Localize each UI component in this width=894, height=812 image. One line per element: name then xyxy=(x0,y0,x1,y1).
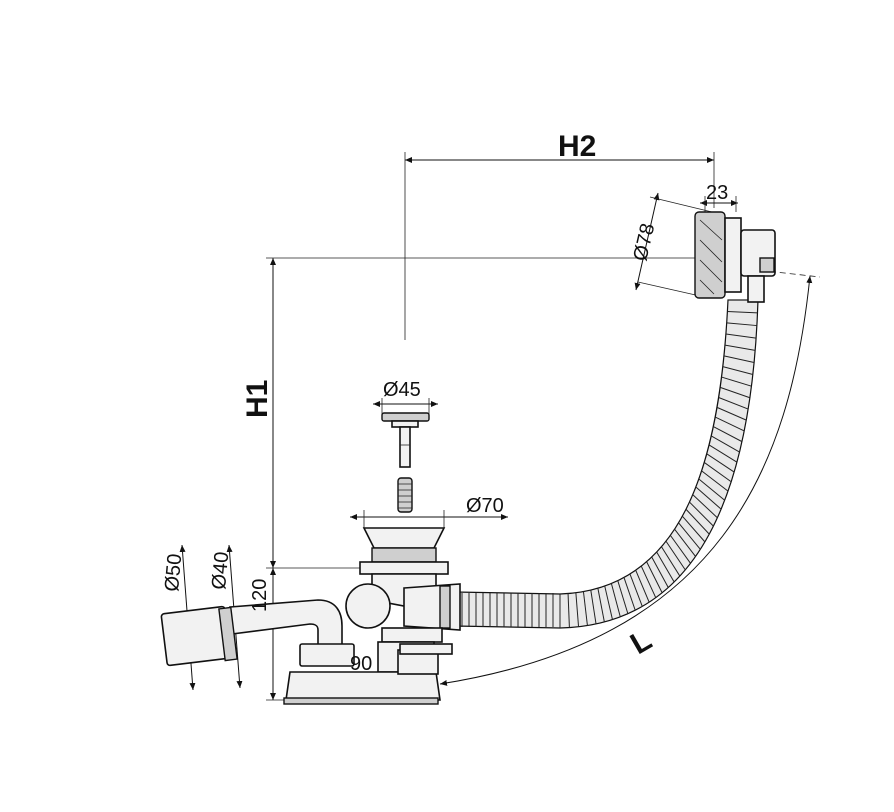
hose-rib xyxy=(692,494,718,519)
hose-rib xyxy=(651,556,669,588)
hose-rib xyxy=(635,570,650,603)
hose-connector-nut xyxy=(439,585,451,629)
hose-rib xyxy=(715,416,745,432)
overflow-nut xyxy=(759,257,775,273)
drain-gasket xyxy=(371,547,437,563)
hose-rib xyxy=(678,522,701,550)
hose-rib xyxy=(725,333,757,339)
trap-base-plate xyxy=(283,697,439,705)
hose-rib xyxy=(646,561,663,593)
label-d120: 120 xyxy=(249,579,271,612)
label-l: L xyxy=(625,623,657,661)
hose-rib xyxy=(695,486,722,510)
hose-body xyxy=(454,299,759,629)
hose-rib xyxy=(597,588,605,623)
hose-rib xyxy=(706,453,735,473)
hose-rib xyxy=(623,577,636,611)
hose-rib xyxy=(590,590,597,625)
hose-rib xyxy=(713,426,743,443)
hose-rib xyxy=(610,583,621,617)
hose-rib xyxy=(604,585,613,620)
d78-dimension-line xyxy=(634,192,660,291)
hose-rib xyxy=(656,551,675,583)
hose-rib xyxy=(617,580,629,614)
drain-flange xyxy=(362,527,446,549)
plug-seal xyxy=(391,420,419,428)
label-d78: Ø78 xyxy=(629,221,659,263)
d78-extension-bottom xyxy=(637,281,701,297)
hose-ribs xyxy=(461,299,758,628)
label-d70: Ø70 xyxy=(466,495,504,517)
hose-rib xyxy=(629,573,643,607)
hose-rib xyxy=(689,501,714,527)
hose-rib xyxy=(582,591,588,626)
plug-spring-coils xyxy=(398,483,412,509)
plug-stem xyxy=(399,426,411,468)
hose-rib xyxy=(703,462,732,483)
outlet-elbow xyxy=(229,599,343,651)
hose-rib xyxy=(575,592,580,627)
hose-rib xyxy=(722,366,753,375)
plug-spring xyxy=(397,477,413,513)
hose-rib xyxy=(674,528,696,557)
trap-nut-ring xyxy=(399,643,453,655)
hose-rib xyxy=(698,478,725,501)
trap-outlet xyxy=(160,599,453,705)
overflow-head xyxy=(694,211,776,303)
pop-up-plug xyxy=(381,412,430,513)
hose-rib xyxy=(716,406,747,421)
waste-drain xyxy=(345,527,461,673)
label-h1: H1 xyxy=(241,380,274,418)
outlet-nut xyxy=(218,606,238,662)
plug-cap xyxy=(381,412,430,422)
overflow-cover-ribs xyxy=(699,219,723,295)
hose-rib xyxy=(567,593,570,628)
trap-top-nut xyxy=(381,627,443,643)
label-d45: Ø45 xyxy=(383,379,421,401)
overflow-flange xyxy=(724,217,742,293)
drain-nut xyxy=(359,561,449,575)
d78-extension-top xyxy=(649,196,713,213)
outlet-union xyxy=(299,643,355,667)
flexible-hose xyxy=(454,299,759,629)
hose-rib xyxy=(701,470,729,492)
hose-rib xyxy=(726,322,757,327)
label-d50: Ø50 xyxy=(161,553,186,593)
hose-rib xyxy=(721,376,752,387)
hose-rib xyxy=(718,397,749,410)
hose-rib xyxy=(685,508,710,535)
overflow-cover xyxy=(694,211,726,299)
hose-rib xyxy=(724,344,756,351)
hose-rib xyxy=(665,540,686,571)
hose-rib xyxy=(661,546,681,577)
hose-rib xyxy=(681,515,706,543)
hose-rib xyxy=(669,535,691,564)
label-h2: H2 xyxy=(558,130,596,163)
hose-rib xyxy=(720,386,751,399)
hose-rib xyxy=(727,311,758,314)
hose-rib xyxy=(711,435,740,453)
length-arc-dimension xyxy=(439,275,813,686)
label-d40: Ø40 xyxy=(208,551,233,591)
trap-elbow xyxy=(345,583,391,629)
overflow-outlet xyxy=(747,275,765,303)
trap-base xyxy=(285,671,441,701)
hose-rib xyxy=(640,565,657,598)
label-d90: 90 xyxy=(350,653,372,675)
hose-rib xyxy=(723,355,755,364)
label-d23: 23 xyxy=(706,182,728,204)
hose-connector xyxy=(403,583,461,631)
hose-rib xyxy=(708,444,738,463)
